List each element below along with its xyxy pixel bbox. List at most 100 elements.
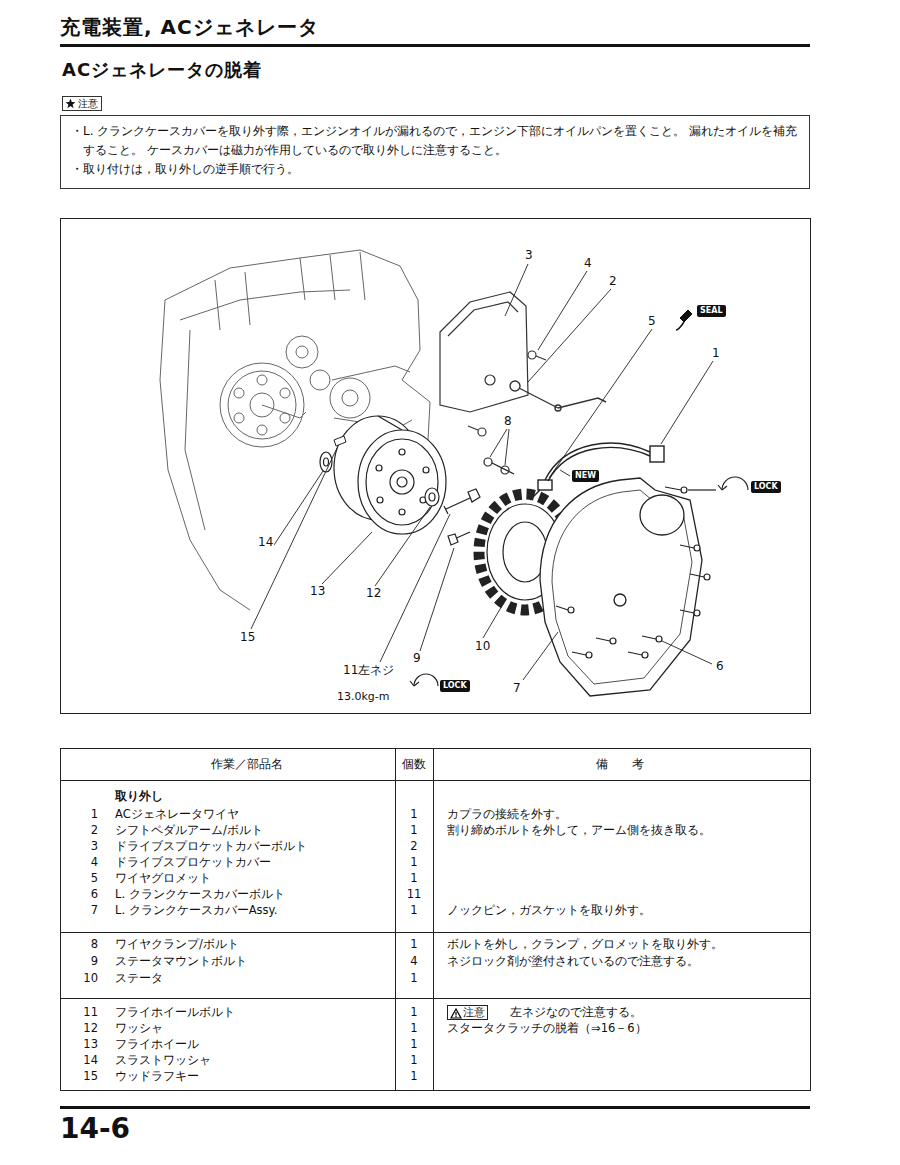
table-remark: スタータクラッチの脱着（⇒16－6） — [447, 1022, 647, 1036]
table-grid — [60, 748, 811, 1091]
warning-tag: 注意 — [447, 1005, 488, 1020]
flywheel — [399, 509, 405, 515]
table-row-number: 14 — [83, 1054, 98, 1068]
cover-bolts — [556, 606, 568, 610]
symbol-badge: NEW — [572, 470, 599, 482]
table-grid — [61, 749, 811, 1091]
engine-outline — [234, 413, 244, 423]
table-quantity: 1 — [410, 1054, 417, 1068]
shift-arm — [555, 405, 561, 411]
leader-lines — [505, 264, 528, 316]
engine-outline — [330, 378, 370, 418]
table-part-name: ACジェネレータワイヤ — [115, 808, 239, 822]
callout-number: 5 — [647, 314, 657, 328]
cover-bolts — [572, 652, 586, 655]
table-remark: 割り締めボルトを外して，アーム側を抜き取る。 — [447, 824, 711, 838]
cover-bolts — [681, 487, 687, 493]
shift-arm — [510, 381, 606, 411]
callout-number: 3 — [524, 248, 534, 262]
table-remark: ノックピン，ガスケットを取り外す。 — [447, 904, 651, 918]
wire-harness — [650, 446, 664, 462]
lock-arcs — [688, 489, 716, 490]
table-remark: カプラの接続を外す。 — [447, 808, 567, 822]
page-number: 14-6 — [60, 1112, 130, 1146]
engine-outline — [257, 425, 267, 435]
leader-lines — [420, 548, 454, 651]
engine-outline — [300, 252, 365, 300]
engine-outline — [160, 250, 430, 610]
crankcase-cover — [540, 478, 702, 696]
table-quantity: 1 — [410, 824, 417, 838]
table-quantity: 1 — [410, 1070, 417, 1084]
seal-icon — [676, 310, 692, 330]
cover-bolts — [642, 636, 656, 639]
callout-number: 1 — [711, 346, 721, 360]
callout-number: 8 — [503, 414, 513, 428]
table-quantity: 1 — [410, 938, 417, 952]
table-grid — [60, 998, 810, 999]
leader-lines — [523, 632, 558, 680]
engine-outline — [165, 250, 430, 440]
lock-arcs — [410, 477, 748, 686]
wire-clamp — [492, 463, 514, 474]
caution-box: ・L. クランクケースカバーを取り外す際，エンジンオイルが漏れるので，エンジン下… — [60, 115, 810, 189]
leader-lines — [380, 514, 450, 662]
seal-icon — [680, 310, 692, 322]
table-header: 備 考 — [596, 757, 644, 771]
wire-harness — [548, 448, 650, 481]
wire-clamp — [484, 458, 492, 466]
table-quantity: 1 — [410, 872, 417, 886]
thrust-washer — [324, 458, 329, 466]
crankcase-cover — [552, 490, 692, 684]
table-quantity: 11 — [407, 888, 422, 902]
callout-number: 11左ネジ — [342, 663, 395, 677]
table-part-name: ドライブスプロケットカバー — [115, 856, 271, 870]
flywheel-bolt — [468, 489, 480, 502]
table-row-number: 3 — [91, 840, 98, 854]
cover-bolts — [656, 636, 662, 642]
table-part-name: シフトペダルアーム/ボルト — [115, 824, 263, 838]
table-part-name: ステータ — [115, 972, 163, 986]
cover-bolts — [680, 610, 694, 613]
wire-clamp — [484, 458, 514, 474]
lock-arcs — [410, 681, 419, 686]
callout-number: 9 — [412, 651, 422, 665]
engine-outline — [180, 290, 350, 320]
table-row-number: 5 — [91, 872, 98, 886]
cover-bolts — [556, 487, 710, 658]
leader-lines — [538, 271, 587, 350]
shift-arm — [515, 386, 558, 408]
cover-bolts — [690, 574, 704, 577]
leader-lines — [272, 471, 323, 548]
wire-harness — [538, 480, 552, 490]
engine-outline — [185, 330, 205, 530]
sprocket-cover — [468, 426, 478, 430]
leader-lines — [322, 532, 372, 584]
table-quantity: 1 — [410, 1022, 417, 1036]
table-grid — [433, 748, 434, 1090]
table-grid — [60, 780, 810, 781]
seal-icon — [676, 322, 684, 330]
table-part-name: ウッドラフキー — [115, 1070, 199, 1084]
table-row-number: 2 — [91, 824, 98, 838]
engine-outline — [262, 405, 306, 418]
table-row-number: 7 — [91, 904, 98, 918]
table-row-number: 9 — [91, 955, 98, 969]
symbol-badge: SEAL — [697, 305, 726, 317]
star-icon — [65, 98, 76, 109]
engine-outline — [257, 375, 267, 385]
page-title: 充電装置, ACジェネレータ — [60, 15, 319, 39]
symbol-badge: LOCK — [440, 680, 470, 692]
flywheel — [376, 465, 382, 471]
flywheel — [366, 439, 438, 525]
callout-number: 12 — [365, 586, 382, 600]
flywheel — [390, 470, 414, 494]
crankcase-cover — [540, 478, 702, 696]
table-remark: 左ネジなので注意する。 — [510, 1006, 642, 1020]
woodruff-key — [334, 436, 346, 446]
table-part-name: ワイヤグロメット — [115, 872, 211, 886]
table-quantity: 1 — [410, 1038, 417, 1052]
leader-lines — [549, 329, 652, 478]
flywheel — [399, 449, 405, 455]
table-header: 作業／部品名 — [211, 757, 283, 771]
